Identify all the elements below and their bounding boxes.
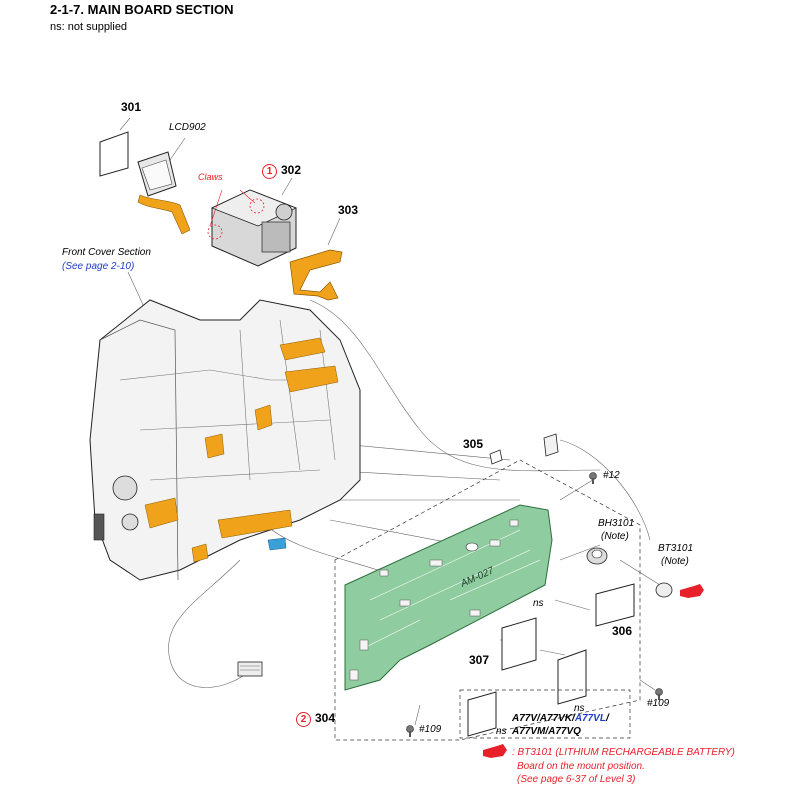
- group-outline: [334, 459, 641, 741]
- bt3101-shape: [655, 582, 673, 598]
- front-cover-link[interactable]: (See page 2-10): [62, 261, 135, 272]
- label-bh3101: BH3101: [598, 518, 635, 529]
- ns-sheet-shape: [467, 691, 497, 737]
- label-lcd902: LCD902: [169, 122, 206, 133]
- ns-label-board: ns: [533, 598, 544, 609]
- front-cover-label: Front Cover Section: [62, 247, 151, 258]
- part-303-shape: [289, 249, 343, 301]
- part-301-shape: [99, 131, 129, 177]
- lcd902-shape: [137, 151, 191, 235]
- connector-right-shape: [543, 433, 559, 457]
- screw-12: [589, 472, 597, 484]
- footnote-line1: : BT3101 (LITHIUM RECHARGEABLE BATTERY): [512, 747, 735, 758]
- model-box: [459, 689, 631, 739]
- screw-109-bottom: [406, 725, 414, 737]
- main-board-shape: [344, 504, 553, 691]
- model-list-line1: A77V/A77VK/A77VL/: [512, 713, 609, 724]
- part-302-shape: [207, 189, 298, 267]
- label-306: 306: [612, 624, 633, 638]
- label-claws: Claws: [198, 172, 223, 182]
- pointer-hand-footnote-icon: [483, 744, 507, 758]
- label-bt3101-note: (Note): [661, 556, 689, 567]
- label-307: 307: [469, 653, 490, 667]
- part-307-shape: [501, 617, 537, 671]
- step-2-badge: 2: [296, 712, 311, 727]
- label-screw-109-bottom: #109: [419, 724, 442, 735]
- label-bt3101: BT3101: [658, 543, 694, 554]
- ns-label-sheet: ns: [574, 703, 585, 714]
- label-305: 305: [463, 437, 484, 451]
- part-306-shape: [595, 583, 635, 627]
- label-303: 303: [338, 203, 359, 217]
- footnote-line3[interactable]: (See page 6-37 of Level 3): [517, 774, 636, 785]
- screw-109-right: [655, 688, 663, 700]
- camera-body-shape: [89, 299, 361, 581]
- label-301: 301: [121, 100, 142, 114]
- page-title: 2-1-7. MAIN BOARD SECTION: [50, 2, 234, 17]
- label-screw-12: #12: [603, 470, 620, 481]
- ns-label-box: ns: [496, 726, 507, 737]
- footnote-line2: Board on the mount position.: [517, 761, 645, 772]
- ns-sheet-2-shape: [557, 649, 587, 705]
- label-screw-109-right: #109: [647, 698, 670, 709]
- bh3101-shape: [586, 547, 608, 565]
- step-1-badge: 1: [262, 164, 277, 179]
- model-list-line2: A77VM/A77VQ: [512, 726, 581, 737]
- pointer-hand-icon: [680, 584, 704, 598]
- connector-shape: [237, 661, 263, 677]
- label-bh3101-note: (Note): [601, 531, 629, 542]
- part-305-shape: [489, 449, 503, 465]
- ns-legend: ns: not supplied: [50, 21, 128, 33]
